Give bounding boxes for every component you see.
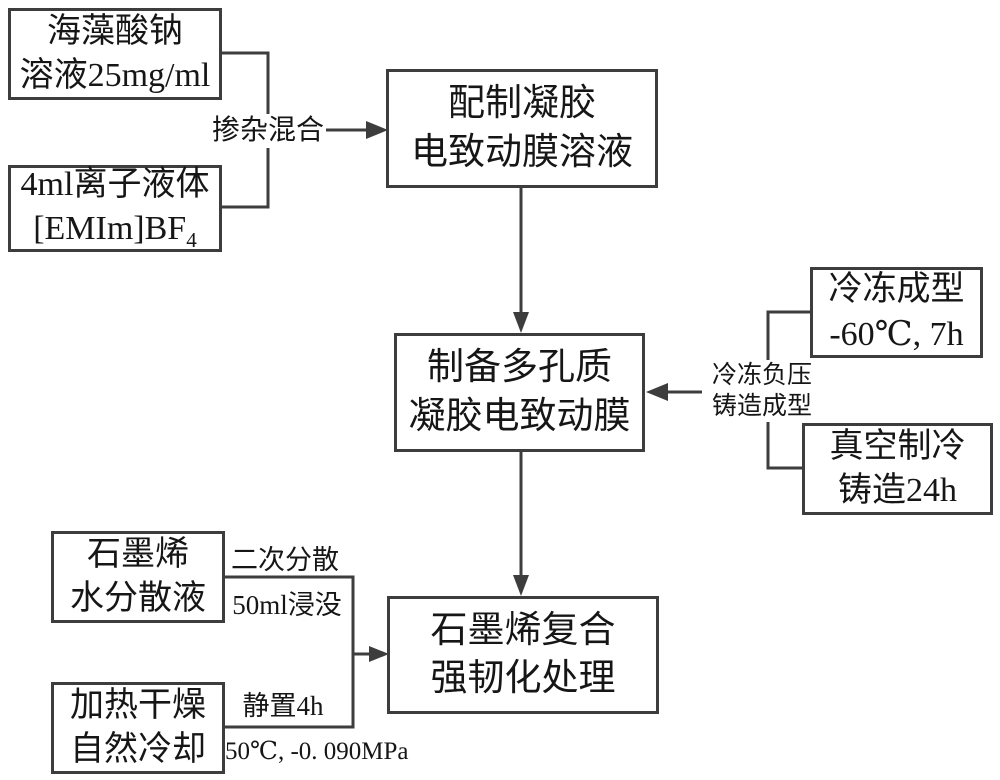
box-vacuum-casting-line1: 真空制冷 [829,427,966,465]
box-sodium-alginate-line2: 溶液25mg/ml [19,57,211,94]
bracket-graphene-treatment [225,575,355,729]
label-freeze-negative-pressure-line2: 铸造成型 [711,393,812,420]
arrow-doping-head-icon [366,121,388,139]
box-ionic-liquid-line1: 4ml离子液体 [20,165,210,203]
label-freeze-negative-pressure-line1: 冷冻负压 [711,362,812,389]
box-porous-membrane-line2: 凝胶电致动膜 [408,395,631,437]
box-freeze-forming-line1: 冷冻成型 [828,271,965,309]
box-freeze-forming-line2: -60℃, 7h [829,315,964,353]
label-secondary-dispersion: 二次分散 [228,544,342,575]
box-prepare-gel-line2: 电致动膜溶液 [411,131,633,173]
box-graphene-dispersion-line2: 水分散液 [70,580,206,617]
box-ionic-liquid: 4ml离子液体 [EMIm]BF4 [8,165,222,252]
arrow-treatment-head-icon [369,646,389,662]
label-doping-mix: 掺杂混合 [210,114,326,148]
box-porous-membrane: 制备多孔质 凝胶电致动膜 [394,333,645,452]
label-stand-4h: 静置4h [236,690,330,721]
arrow-freeze-cast-head-icon [646,383,668,401]
box-graphene-dispersion: 石墨烯 水分散液 [51,531,225,623]
label-50ml-immersion: 50ml浸没 [228,589,346,620]
label-freeze-negative-pressure-casting: 冷冻负压 铸造成型 [702,360,822,422]
box-sodium-alginate-solution: 海藻酸钠 溶液25mg/ml [8,8,222,100]
box-ionic-liquid-formula-subscript: 4 [186,227,197,252]
box-ionic-liquid-line2: [EMIm]BF4 [33,207,197,254]
box-vacuum-casting-line2: 铸造24h [838,472,957,509]
box-prepare-gel-solution: 配制凝胶 电致动膜溶液 [386,69,658,188]
box-heat-dry-cool-line1: 加热干燥 [70,686,206,724]
box-sodium-alginate-line1: 海藻酸钠 [47,12,183,50]
box-graphene-composite-line2: 强韧化处理 [430,658,616,699]
arrow-porous-to-composite-head-icon [513,575,529,596]
box-prepare-gel-line1: 配制凝胶 [448,83,596,125]
box-heat-dry-cool-line2: 自然冷却 [70,731,206,768]
box-freeze-forming: 冷冻成型 -60℃, 7h [810,267,983,358]
box-graphene-composite-line1: 石墨烯复合 [430,609,616,651]
box-ionic-liquid-formula: [EMIm]BF [33,210,187,247]
box-vacuum-casting: 真空制冷 铸造24h [802,423,993,515]
box-graphene-dispersion-line1: 石墨烯 [87,535,189,573]
box-porous-membrane-line1: 制备多孔质 [427,347,612,389]
box-heat-dry-cool: 加热干燥 自然冷却 [51,682,225,774]
box-graphene-composite-treatment: 石墨烯复合 强韧化处理 [387,596,659,714]
label-temp-pressure-condition: 50℃, -0. 090MPa [225,737,430,767]
arrow-gel-to-porous-head-icon [513,312,529,333]
